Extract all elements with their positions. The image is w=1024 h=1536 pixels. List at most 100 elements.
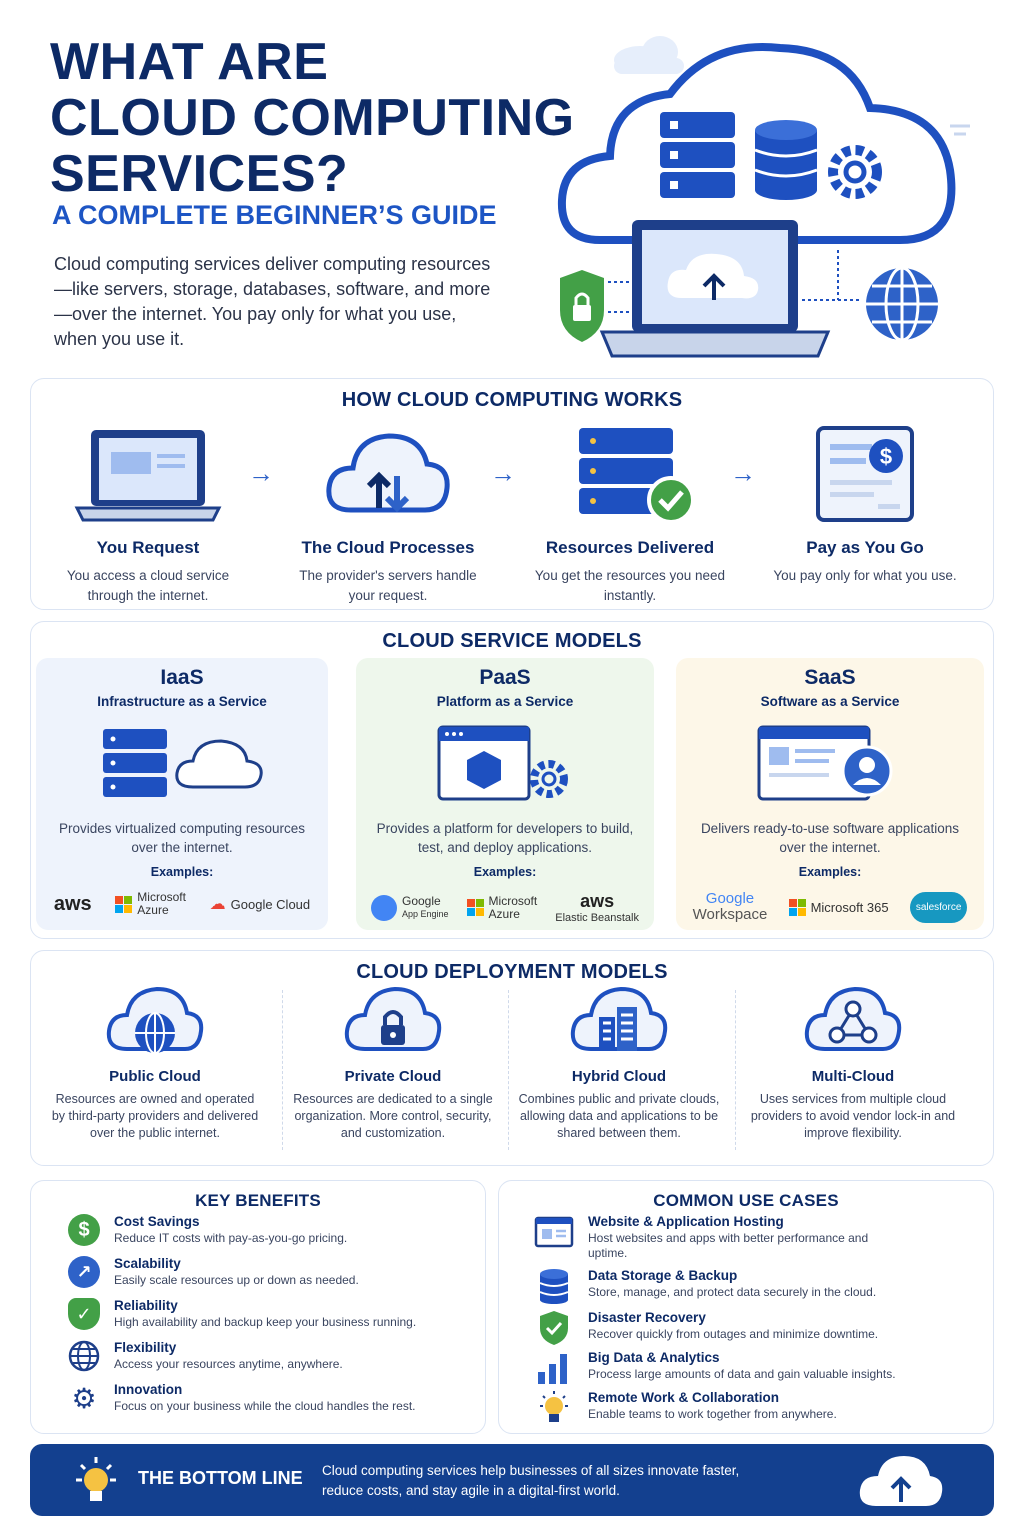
model-full-name: Software as a Service [760,694,900,709]
cloud-sync-icon [326,433,450,513]
deployment-desc: Combines public and private clouds, allo… [518,1092,720,1140]
server-check-icon [579,428,695,524]
benefit-desc: Access your resources anytime, anywhere. [114,1357,343,1371]
use-case-desc: Recover quickly from outages and minimiz… [588,1327,879,1341]
step-pay-as-you-go: $ Pay as You Go You pay only for what yo… [765,420,965,586]
use-case-title: Disaster Recovery [588,1310,706,1325]
bottom-line-text: Cloud computing services help businesses… [322,1463,740,1498]
model-name: SaaS [804,666,856,689]
shield-check-icon [540,1311,568,1345]
title-line-2: CLOUD COMPUTING [50,89,575,147]
use-case-title: Website & Application Hosting [588,1214,784,1229]
step-you-request: You Request You access a cloud service t… [48,420,248,606]
service-models-title: CLOUD SERVICE MODELS [382,630,642,652]
use-cases-title: COMMON USE CASES [653,1191,839,1210]
bottom-line-banner: THE BOTTOM LINE Cloud computing services… [30,1444,994,1516]
deployment-private-cloud: Private Cloud Resources are dedicated to… [288,982,498,1142]
use-case-title: Big Data & Analytics [588,1350,720,1365]
benefit-desc: High availability and backup keep your b… [114,1315,417,1329]
cloud-globe-icon [106,986,204,1054]
divider [508,990,509,1150]
model-name: PaaS [479,666,531,689]
step-desc: The provider's servers handle your reque… [299,568,477,603]
step-desc: You access a cloud service through the i… [66,568,230,603]
paas-card: PaaS Platform as a Service Provides a pl… [356,658,654,930]
benefit-desc: Focus on your business while the cloud h… [114,1399,416,1413]
benefit-title: Cost Savings [114,1214,200,1229]
globe-icon [866,266,938,342]
model-name: IaaS [160,666,204,689]
title-line-1: WHAT ARE [50,33,329,91]
model-full-name: Platform as a Service [436,694,574,709]
google-cloud-logo: ☁Google Cloud [209,896,311,913]
deployment-desc: Resources are owned and operated by thir… [51,1092,259,1140]
small-cloud-icon [614,36,684,74]
benefit-desc: Easily scale resources up or down as nee… [114,1273,359,1287]
use-case-title: Remote Work & Collaboration [588,1390,780,1405]
model-desc: Delivers ready-to-use software applicati… [700,821,960,855]
laptop-icon [74,430,222,522]
step-desc: You pay only for what you use. [773,568,957,583]
step-title: Pay as You Go [806,538,924,557]
invoice-dollar-icon: $ [816,426,914,522]
how-it-works-title: HOW CLOUD COMPUTING WORKS [341,389,683,411]
use-case-desc: Host websites and apps with better perfo… [588,1231,869,1260]
microsoft-365-logo: Microsoft 365 [788,898,889,916]
database-icon [754,120,818,200]
platform-window-icon [437,725,568,801]
bar-chart-icon [538,1354,567,1384]
key-benefits-title: KEY BENEFITS [195,1191,321,1210]
globe-icon [68,1340,100,1372]
benefit-desc: Reduce IT costs with pay-as-you-go prici… [114,1231,348,1245]
use-case-desc: Store, manage, and protect data securely… [588,1285,877,1299]
deployment-title: Multi-Cloud [811,1068,895,1085]
title-line-3: SERVICES? [50,145,349,203]
saas-card: SaaS Software as a Service Delivers read… [676,658,984,930]
step-cloud-processes: The Cloud Processes The provider's serve… [288,420,488,606]
step-desc: You get the resources you need instantly… [534,568,726,603]
lightbulb-icon [540,1391,568,1422]
deployment-desc: Uses services from multiple cloud provid… [750,1092,956,1140]
benefit-title: Flexibility [114,1340,177,1355]
cloud-lock-icon [344,986,442,1051]
svg-text:$: $ [880,444,892,469]
shield-check-icon: ✓ [68,1298,100,1330]
key-benefits-panel: KEY BENEFITS [30,1180,486,1434]
cloud-upload-icon [859,1456,943,1506]
benefit-title: Scalability [114,1256,181,1271]
use-case-desc: Process large amounts of data and gain v… [588,1367,896,1381]
salesforce-logo: salesforce [909,891,968,923]
deployment-hybrid-cloud: Hybrid Cloud Combines public and private… [514,982,724,1142]
examples-label: Examples: [798,865,862,879]
deployment-models-panel: CLOUD DEPLOYMENT MODELS [30,950,994,1166]
model-desc: Provides virtualized computing resources… [58,821,306,855]
arrow-right-icon: → [490,458,516,488]
use-case-title: Data Storage & Backup [588,1268,738,1283]
deployment-desc: Resources are dedicated to a single orga… [293,1092,493,1140]
cloud-building-icon [570,986,668,1051]
deployment-title: Public Cloud [109,1068,201,1085]
examples-label: Examples: [473,865,537,879]
arrow-right-icon: → [248,458,274,488]
cloud-network-icon [804,986,902,1051]
step-title: Resources Delivered [545,538,715,557]
deployment-title: Hybrid Cloud [571,1068,667,1085]
lightbulb-icon [76,1457,116,1501]
deployment-title: Private Cloud [344,1068,442,1085]
iaas-card: IaaS Infrastructure as a Service Provide… [36,658,328,930]
chart-up-icon: ↗ [68,1256,100,1288]
laptop-icon [599,220,831,358]
